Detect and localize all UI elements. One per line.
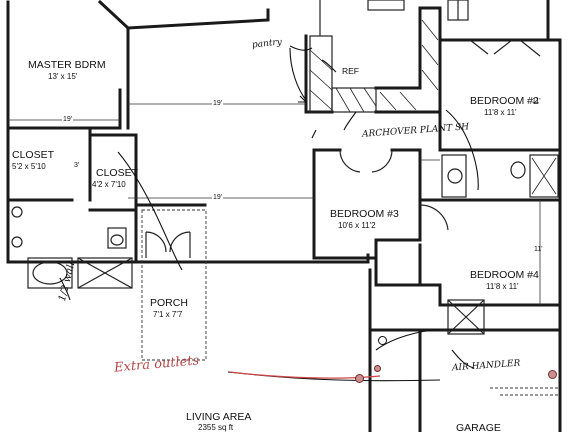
room-name-closet-right: CLOSET [96,167,139,179]
dimension-label: 19' [212,194,224,201]
dimension-label: 11' [532,98,541,105]
outlet-marker [355,374,364,383]
room-name-bedroom-2: BEDROOM #2 [470,95,539,107]
room-name-bedroom-4: BEDROOM #4 [470,269,539,281]
room-size-bedroom-4: 11'8 x 11' [486,282,519,291]
outlet-marker [378,336,387,345]
walls [6,0,562,432]
room-name-bedroom-3: BEDROOM #3 [330,208,399,220]
room-name-master-bedroom: MASTER BDRM [28,59,106,71]
outlet-marker [548,370,557,379]
room-size-closet-right: 4'2 x 7'10 [92,180,126,189]
room-name-porch: PORCH [150,297,188,309]
dimension-label: 3' [74,162,80,169]
dimension-label: 19' [62,116,74,123]
dimension-label: 11' [534,246,543,253]
room-size-living-area: 2355 sq ft [198,423,234,432]
dimension-label: 19' [212,100,224,107]
room-size-bedroom-3: 10'6 x 11'2 [338,221,376,230]
outlet-marker [374,365,381,372]
room-size-closet-left: 5'2 x 5'10 [12,162,46,171]
room-size-porch: 7'1 x 7'7 [153,310,183,319]
room-size-bedroom-2: 11'8 x 11' [484,108,517,117]
annotation-strokes [59,45,479,382]
room-name-closet-left: CLOSET [12,149,55,161]
room-name-garage: GARAGE [456,422,501,434]
dimension-lines [8,103,541,305]
room-size-master-bedroom: 13' x 15' [48,72,78,81]
annotation-ref: REF [342,66,359,76]
room-name-living-area: LIVING AREA [186,411,252,423]
